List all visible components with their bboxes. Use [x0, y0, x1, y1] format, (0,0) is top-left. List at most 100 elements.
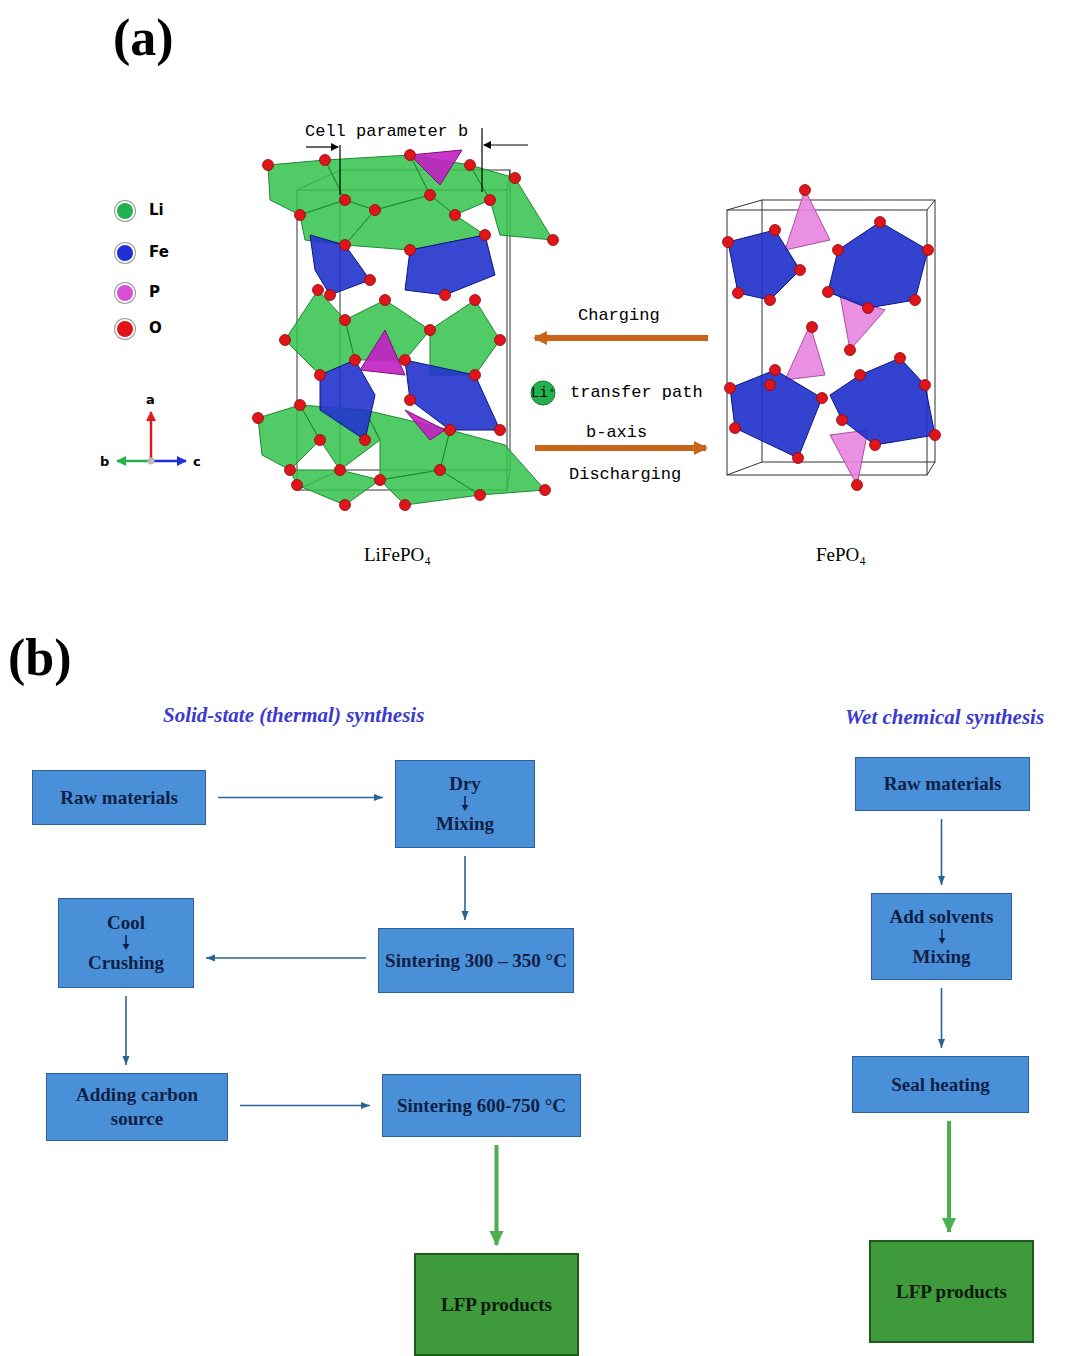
box-text: Mixing — [430, 812, 500, 836]
oxygen-atom — [845, 345, 856, 356]
oxygen-atom — [863, 303, 874, 314]
oxygen-atom — [730, 423, 741, 434]
box-text: Seal heating — [885, 1073, 996, 1097]
process-box: Seal heating — [852, 1056, 1029, 1113]
oxygen-atom — [823, 287, 834, 298]
oxygen-atom — [470, 295, 481, 306]
oxygen-atom — [510, 173, 521, 184]
flow-arrow — [464, 856, 466, 920]
process-box: Sintering 600-750 °C — [382, 1074, 581, 1137]
ion-label: Li⁺ — [531, 384, 556, 401]
box-text: Add solvents — [884, 905, 1000, 929]
oxygen-atom — [350, 355, 361, 366]
oxygen-atom — [495, 335, 506, 346]
flow-arrow — [941, 988, 943, 1048]
oxygen-atom — [315, 370, 326, 381]
axis-label: a — [146, 392, 155, 407]
legend-swatch — [115, 201, 135, 221]
oxygen-atom — [440, 290, 451, 301]
oxygen-atom — [770, 365, 781, 376]
product-box: LFP products — [414, 1253, 579, 1356]
legend-text: O — [149, 319, 162, 337]
oxygen-atom — [375, 475, 386, 486]
oxygen-atom — [295, 400, 306, 411]
oxygen-atom — [445, 425, 456, 436]
oxygen-atom — [450, 210, 461, 221]
step-arrow — [121, 935, 131, 951]
fepo4-cell-frame — [727, 200, 935, 475]
axis-c — [151, 460, 186, 463]
oxygen-atom — [400, 500, 411, 511]
oxygen-atom — [807, 322, 818, 333]
oxygen-atom — [405, 395, 416, 406]
oxygen-atom — [335, 465, 346, 476]
product-box: LFP products — [869, 1240, 1034, 1343]
flow-arrow — [495, 1145, 499, 1245]
oxygen-atom — [795, 265, 806, 276]
oxygen-atom — [465, 160, 476, 171]
legend-swatch — [115, 243, 135, 263]
oxygen-atom — [833, 245, 844, 256]
oxygen-atom — [548, 235, 559, 246]
oxygen-atom — [910, 295, 921, 306]
fepo4-octahedra — [728, 222, 935, 458]
oxygen-atom — [837, 415, 848, 426]
p-tetrahedra — [360, 150, 462, 440]
legend-text: Li — [149, 201, 164, 219]
flow-arrow — [240, 1105, 370, 1107]
oxygen-atom — [315, 435, 326, 446]
axis-origin — [148, 458, 155, 465]
box-text: Crushing — [82, 951, 170, 975]
section-heading: Wet chemical synthesis — [845, 705, 1044, 730]
oxygen-atom — [295, 210, 306, 221]
process-box: Raw materials — [855, 757, 1030, 811]
legend-swatch — [115, 319, 135, 339]
oxygen-atom — [485, 195, 496, 206]
dimension-label: Cell parameter b — [305, 122, 468, 141]
oxygen-atom — [723, 237, 734, 248]
oxygen-atom — [320, 155, 331, 166]
legend-text: P — [149, 283, 160, 301]
oxygen-atom — [852, 480, 863, 491]
path-label: transfer path — [570, 383, 703, 402]
axis-b — [117, 460, 151, 463]
oxygen-atom — [870, 440, 881, 451]
box-text: Mixing — [906, 945, 976, 969]
legend-text: Fe — [149, 243, 169, 261]
oxygen-atom — [475, 490, 486, 501]
oxygen-atom — [263, 160, 274, 171]
section-heading: Solid-state (thermal) synthesis — [163, 703, 424, 728]
process-box: Add solventsMixing — [871, 893, 1012, 980]
oxygen-atom — [765, 380, 776, 391]
process-box: Sintering 300 – 350 °C — [378, 928, 574, 993]
oxygen-atom — [770, 225, 781, 236]
axis-label: b — [100, 454, 109, 469]
oxygen-atom — [470, 370, 481, 381]
oxygen-atom — [365, 275, 376, 286]
oxygen-atom — [360, 435, 371, 446]
axis-a — [150, 412, 153, 461]
oxygen-atom — [400, 355, 411, 366]
oxygen-atom — [380, 295, 391, 306]
oxygen-atom — [370, 205, 381, 216]
li-octahedra — [258, 155, 553, 505]
process-box: Raw materials — [32, 770, 206, 825]
box-text: Adding carbon source — [47, 1083, 227, 1131]
panel-label: (a) — [113, 8, 174, 67]
oxygen-atom — [793, 453, 804, 464]
panel-label: (b) — [8, 628, 72, 687]
oxygen-atom — [325, 290, 336, 301]
oxygen-atom — [733, 288, 744, 299]
compound-label: FePO₄ — [816, 544, 866, 566]
process-box: DryMixing — [395, 760, 535, 848]
oxygen-atom — [725, 383, 736, 394]
fe-octahedra — [310, 235, 500, 440]
flow-arrow — [206, 957, 366, 959]
compound-label: LiFePO₄ — [364, 544, 431, 566]
flow-arrow — [125, 996, 127, 1065]
process-box: CoolCrushing — [58, 898, 194, 988]
process-box: Adding carbon source — [46, 1073, 228, 1141]
box-text: Sintering 300 – 350 °C — [379, 949, 573, 973]
oxygen-atom — [280, 335, 291, 346]
legend-swatch — [115, 283, 135, 303]
